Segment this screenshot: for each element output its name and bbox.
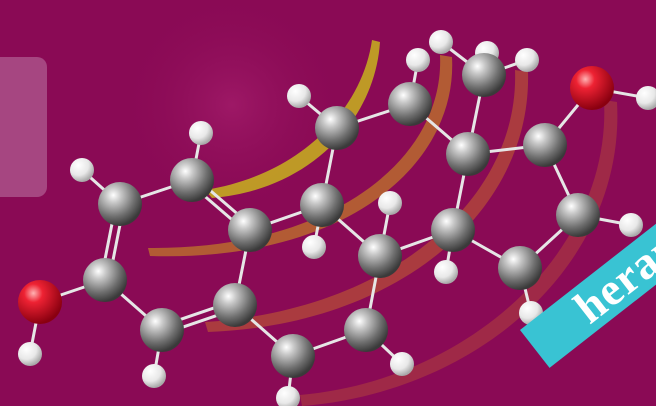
hydrogen-atom — [287, 84, 311, 108]
carbon-atom — [170, 158, 214, 202]
carbon-atom — [523, 123, 567, 167]
carbon-atom — [388, 82, 432, 126]
swoosh-orange-3 — [300, 100, 618, 406]
carbon-atom — [228, 208, 272, 252]
carbon-atom — [140, 308, 184, 352]
hydrogen-atom — [619, 213, 643, 237]
oxygen-atom — [18, 280, 62, 324]
hydrogen-atom — [142, 364, 166, 388]
hydrogen-atom — [636, 86, 656, 110]
hydrogen-atom — [406, 48, 430, 72]
hydrogen-atom — [302, 235, 326, 259]
hydrogen-atom — [18, 342, 42, 366]
carbon-atom — [271, 334, 315, 378]
carbon-atom — [446, 132, 490, 176]
carbon-atom — [83, 258, 127, 302]
hydrogen-atom — [378, 191, 402, 215]
carbon-atom — [300, 183, 344, 227]
hydrogen-atom — [390, 352, 414, 376]
carbon-atom — [556, 193, 600, 237]
hydrogen-atom — [429, 30, 453, 54]
hydrogen-atom — [276, 386, 300, 406]
carbon-atom — [98, 182, 142, 226]
atoms-layer — [18, 30, 656, 406]
side-tab[interactable] — [0, 57, 47, 197]
carbon-atom — [213, 283, 257, 327]
hydrogen-atom — [434, 260, 458, 284]
carbon-atom — [358, 234, 402, 278]
carbon-atom — [344, 308, 388, 352]
carbon-atom — [498, 246, 542, 290]
carbon-atom — [315, 106, 359, 150]
hydrogen-atom — [189, 121, 213, 145]
hydrogen-atom — [70, 158, 94, 182]
carbon-atom — [431, 208, 475, 252]
carbon-atom — [462, 53, 506, 97]
oxygen-atom — [570, 66, 614, 110]
hydrogen-atom — [515, 48, 539, 72]
